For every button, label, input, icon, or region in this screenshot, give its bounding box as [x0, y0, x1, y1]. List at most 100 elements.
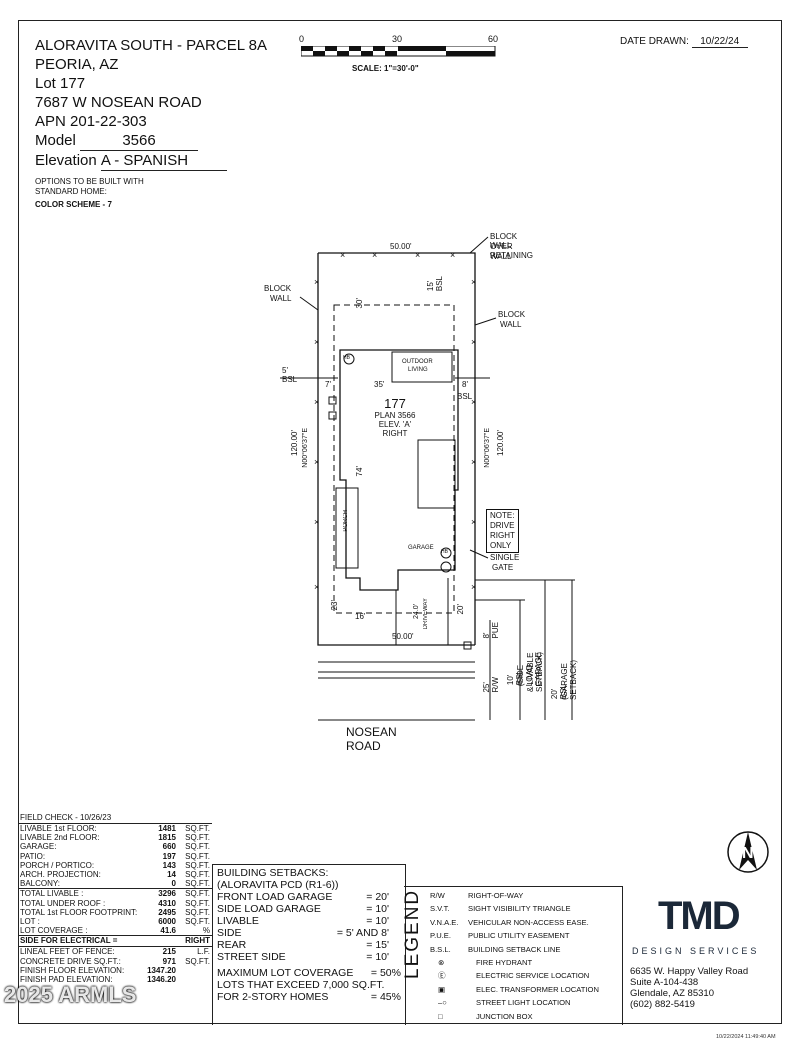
stats-unit: SQ.FT. [185, 860, 210, 870]
stats-value: 41.6 [160, 926, 176, 936]
lot-number: 177 [60, 75, 86, 92]
house-offset [417, 439, 456, 509]
plan-name: PLAN 3566 [374, 411, 416, 420]
rear-dim: 30' [355, 298, 364, 309]
front-dim-2: 16' [355, 612, 366, 621]
options-note: OPTIONS TO BE BUILT WITH STANDARD HOME: … [35, 177, 144, 210]
stats-value: 6000 [158, 916, 176, 926]
legend-desc: FIRE HYDRANT [476, 958, 533, 968]
stats-label: FINISH PAD ELEVATION: [20, 974, 113, 984]
stats-unit: SQ.FT. [185, 842, 210, 852]
stats-value: 1481 [158, 824, 176, 834]
stats-label: TOTAL LIVABLE : [20, 889, 84, 899]
hose-bib-garage [440, 547, 452, 559]
legend-item: ⊗FIRE HYDRANT [430, 956, 599, 969]
stats-label: PORCH / PORTICO: [20, 860, 95, 870]
setback-row: FRONT LOAD GARAGE= 20' [217, 891, 401, 903]
svg-text:×: × [314, 517, 319, 527]
svg-text:×: × [471, 517, 476, 527]
scale-tick-0: 0 [299, 34, 305, 44]
apn-label: APN [35, 113, 66, 130]
junction-box-icon [463, 641, 472, 650]
legend-desc: PUBLIC UTILITY EASEMENT [468, 931, 570, 941]
bearing-right: N00°06'37"E [484, 428, 491, 468]
coverage-1-value: = 50% [370, 967, 401, 979]
leader-block-left [299, 296, 319, 311]
setback-row: SIDE LOAD GARAGE= 10' [217, 903, 401, 915]
stats-label: GARAGE: [20, 842, 57, 852]
stats-label: TOTAL 1st FLOOR FOOTPRINT: [20, 907, 138, 917]
bearing-left: N00°06'37"E [302, 428, 309, 468]
north-arrow-icon: N [727, 831, 769, 873]
legend-abbr: B.S.L. [430, 944, 451, 954]
setback-label: SIDE LOAD GARAGE [217, 903, 321, 915]
print-stamp: 10/22/2024 11:49:40 AM [716, 1034, 776, 1040]
stats-label: FINISH FLOOR ELEVATION: [20, 965, 125, 975]
left-dim: 7' [325, 380, 331, 389]
setback-value: = 5' AND 8' [336, 927, 389, 939]
company-name: DESIGN SERVICES [632, 946, 760, 956]
stats-value: 4310 [158, 898, 176, 908]
stats-label: ARCH. PROJECTION: [20, 870, 101, 880]
scale-bar: 0 30 60 SCALE: 1"=30'-0" [296, 34, 506, 78]
address-line-2: Suite A-104-438 [630, 977, 699, 988]
leader-retaining [469, 236, 489, 254]
coverage-3-label: FOR 2-STORY HOMES [217, 991, 329, 1003]
stats-unit [178, 966, 212, 975]
stats-unit: SQ.FT. [185, 824, 210, 834]
legend-desc: ELECTRIC SERVICE LOCATION [476, 971, 590, 981]
stats-row: TOTAL 1st FLOOR FOOTPRINT: 2495 SQ.FT. [18, 908, 212, 917]
right-bsl: BSL [457, 392, 473, 401]
apn-line: APN 201-22-303 [35, 112, 267, 131]
mls-watermark: 2025 ARMLS [4, 982, 137, 1007]
stats-value: 0 [171, 879, 176, 889]
hb-garage: HB [441, 549, 448, 555]
setback-value: = 15' [366, 939, 389, 951]
block-wall-right-1: BLOCK [498, 310, 526, 319]
setback-label: SIDE [217, 927, 242, 939]
stats-unit: SQ.FT. [185, 907, 210, 917]
legend-item: P.U.E.PUBLIC UTILITY EASEMENT [430, 929, 599, 942]
hose-bib-rear [343, 353, 355, 365]
date-label: DATE DRAWN: [620, 36, 689, 47]
options-note-line-1: OPTIONS TO BE BUILT WITH [35, 177, 144, 186]
coverage-3: FOR 2-STORY HOMES= 45% [217, 991, 401, 1003]
house-width: 35' [374, 380, 385, 389]
svg-text:×: × [471, 337, 476, 347]
stats-value: 2495 [158, 907, 176, 917]
legend-desc: SIGHT VISIBILITY TRIANGLE [468, 904, 571, 914]
house-footprint [339, 349, 459, 591]
setback-line [333, 304, 455, 614]
elevation-value: A - SPANISH [100, 151, 227, 171]
legend-item: B.S.L.BUILDING SETBACK LINE [430, 943, 599, 956]
street-name: NOSEAN ROAD [346, 725, 397, 753]
model-line: Model 3566 [35, 131, 267, 151]
svg-text:×: × [372, 250, 377, 260]
setback-label: REAR [217, 939, 247, 951]
retaining-wall-label-3: WALL [490, 252, 512, 261]
stats-value: 215 [162, 947, 176, 957]
svg-text:×: × [314, 337, 319, 347]
company-block: TMD DESIGN SERVICES 6635 W. Happy Valley… [622, 886, 782, 1024]
block-wall-right-2: WALL [500, 320, 522, 329]
lot-boundary-right [318, 252, 476, 645]
legend-item: S.V.T.SIGHT VISIBILITY TRIANGLE [430, 902, 599, 915]
svg-text:N: N [742, 845, 754, 862]
outdoor-living [391, 351, 453, 383]
svg-text:×: × [415, 250, 420, 260]
svg-text:×: × [314, 582, 319, 592]
plan-handing: RIGHT [382, 429, 408, 438]
legend-symbol-icon: □ [438, 1011, 443, 1021]
company-logo: TMD [658, 894, 741, 938]
porch-label: PORCH [343, 510, 349, 532]
rear-bsl: 15' BSL [426, 276, 444, 292]
stats-unit: SQ.FT. [185, 870, 210, 880]
left-side-bsl: 5' BSL [282, 366, 298, 384]
title-block: ALORAVITA SOUTH - PARCEL 8A PEORIA, AZ L… [35, 36, 267, 171]
legend-abbr: R/W [430, 891, 445, 900]
site-plan-sheet [18, 20, 782, 1024]
